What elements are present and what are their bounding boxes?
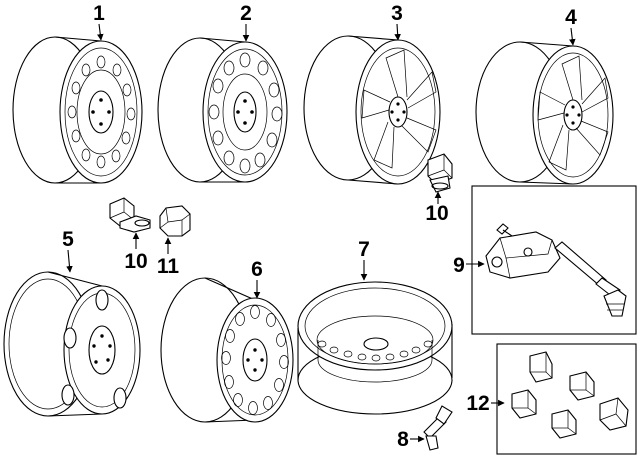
- callout-10-upper: 10: [425, 202, 448, 225]
- callout-3: 3: [391, 2, 403, 25]
- callout-12: 12: [466, 392, 489, 415]
- callout-7: 7: [358, 238, 370, 261]
- lock-key: [599, 397, 629, 431]
- callout-6: 6: [251, 258, 263, 281]
- callout-2: 2: [240, 2, 252, 25]
- part-5-dual-rear-wheel[interactable]: [3, 271, 141, 417]
- callout-9: 9: [453, 254, 465, 277]
- leader-line-3: [394, 23, 401, 41]
- part-10-lug-nut-upper[interactable]: [427, 153, 453, 193]
- leader-line-1: [96, 23, 104, 41]
- part-8-valve-stem[interactable]: [423, 405, 453, 451]
- part-12-wheel-lock-kit[interactable]: [496, 343, 637, 455]
- callout-10-left: 10: [124, 250, 147, 273]
- leader-line-5: [66, 249, 73, 273]
- lock-nut-2: [569, 371, 595, 401]
- part-10-lug-nut-left[interactable]: [109, 197, 151, 233]
- callout-5: 5: [62, 228, 74, 251]
- leader-line-4: [569, 27, 576, 46]
- part-9-frame: [471, 185, 637, 335]
- part-6-steel-wheel[interactable]: [160, 277, 294, 423]
- part-4-alloy-wheel[interactable]: [475, 41, 614, 185]
- lock-nut-1: [529, 351, 553, 383]
- part-9-tpms-sensor[interactable]: [471, 185, 637, 335]
- callout-4: 4: [565, 6, 577, 29]
- part-11-lug-nut-cap[interactable]: [159, 205, 191, 237]
- callout-8: 8: [397, 428, 409, 451]
- lock-nut-3: [511, 389, 537, 419]
- callout-11: 11: [157, 255, 180, 278]
- part-3-alloy-wheel[interactable]: [303, 35, 441, 185]
- part-1-steel-wheel[interactable]: [12, 36, 143, 184]
- part-7-spare-wheel[interactable]: [297, 281, 453, 415]
- part-12-frame: [496, 343, 637, 455]
- part-2-steel-wheel[interactable]: [157, 37, 288, 183]
- lock-nut-4: [551, 409, 577, 439]
- callout-1: 1: [93, 2, 105, 25]
